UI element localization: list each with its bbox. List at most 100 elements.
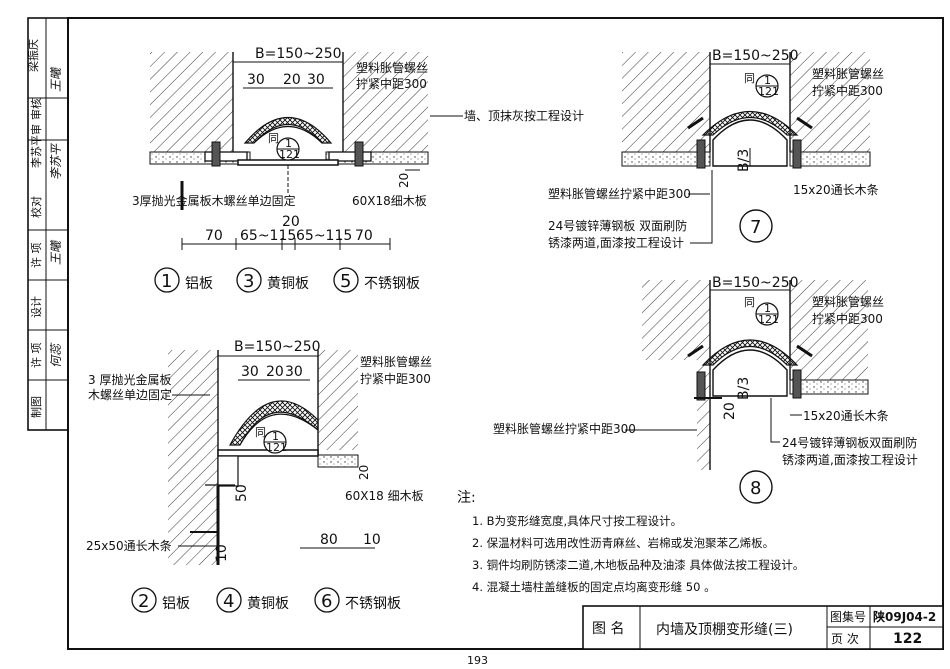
steel-note-8a: 24号镀锌薄钢板双面刷防 — [782, 435, 917, 450]
right-note-7: 15x20通长木条 — [793, 183, 879, 197]
anchor-note-1: 塑料胀管螺丝 — [356, 60, 428, 75]
book-page-number: 193 — [467, 654, 488, 667]
anchor-note-8b: 拧紧中距300 — [812, 311, 883, 326]
dim-50-b: 50 — [234, 484, 250, 502]
caption-num-3: 3 — [243, 271, 254, 292]
metal-note-b2: 木螺丝单边固定 — [88, 387, 172, 402]
ref-word-7: 同 — [744, 72, 755, 85]
width-label-b: B=150~250 — [234, 339, 321, 355]
caption-text-4: 黄铜板 — [247, 595, 289, 612]
detail-8: 同 1 121 B=150~250 塑料胀管螺丝 拧紧中距300 B/3 20 … — [493, 275, 918, 504]
strip-role-a: 许 项 — [30, 243, 43, 269]
atlas-number: 陕09J04-2 — [873, 609, 936, 624]
wall-note: 墙、顶抹灰按工程设计 — [464, 108, 584, 123]
left-note-7: 塑料胀管螺丝拧紧中距300 — [548, 186, 691, 201]
gap-2: 20 — [283, 72, 301, 88]
strip-name-2: 李苏平 — [29, 135, 43, 168]
signature-c: 王曦 — [49, 239, 63, 265]
detail-1-3-5: 同 1 121 B=150~250 30 20 30 塑料胀管螺丝 拧紧中距30… — [132, 46, 584, 293]
signature-d: 何蕊 — [49, 342, 63, 368]
approval-strip-grid — [28, 18, 68, 430]
anchor-note-8a: 塑料胀管螺丝 — [812, 294, 884, 309]
strip-role-b: 许 项 — [30, 343, 43, 369]
approval-strip — [27, 17, 69, 431]
anchor-note-2: 拧紧中距300 — [356, 76, 427, 91]
gap-3-b: 30 — [285, 364, 303, 380]
notes-heading: 注: — [457, 490, 476, 506]
ref-word-8: 同 — [744, 296, 755, 309]
dim-20-8: 20 — [722, 402, 738, 420]
caption-num-2: 2 — [138, 591, 149, 612]
dim-20: 20 — [397, 173, 411, 188]
ref-word-b: 同 — [255, 426, 266, 439]
detail-7: 同 1 121 B=150~250 塑料胀管螺丝 拧紧中距300 B/3 塑料胀… — [548, 48, 884, 250]
strip-label-3: 设计 — [30, 296, 43, 318]
anchor-note-b1: 塑料胀管螺丝 — [360, 354, 432, 369]
ref-bottom-8: 121 — [758, 313, 779, 326]
ref-top-8: 1 — [764, 302, 771, 315]
ref-top: 1 — [285, 137, 292, 150]
insulation-arch — [243, 117, 333, 144]
dim-b3-8: B/3 — [736, 377, 752, 400]
strip-label-1: 审核 — [29, 98, 43, 120]
caption-num-4: 4 — [223, 591, 234, 612]
note-2: 2. 保温材料可选用改性沥青麻丝、岩棉或发泡聚苯乙烯板。 — [472, 536, 774, 550]
atlas-label: 图集号 — [830, 609, 866, 624]
dim-10-b2: 10 — [214, 544, 230, 562]
caption-text-2: 铝板 — [162, 596, 190, 612]
width-label-8: B=150~250 — [712, 275, 799, 291]
left-note-8: 塑料胀管螺丝拧紧中距300 — [493, 421, 636, 436]
metal-note-b1: 3 厚抛光金属板 — [88, 372, 171, 387]
caption-text-5: 不锈钢板 — [364, 276, 420, 292]
dim-80-b: 80 — [320, 532, 338, 548]
width-label-7: B=150~250 — [712, 48, 799, 64]
strip-label-4: 制图 — [30, 396, 43, 418]
anchor-note-b2: 拧紧中距300 — [360, 371, 431, 386]
note-1: 1. B为变形缝宽度,具体尺寸按工程设计。 — [472, 514, 682, 528]
ref-top-b: 1 — [272, 430, 279, 443]
detail-num-8: 8 — [750, 478, 761, 499]
wood-board-note-b: 60X18 细木板 — [345, 489, 424, 503]
signature-b: 李苏平 — [49, 142, 63, 180]
dim-b3-7: B/3 — [736, 149, 752, 172]
dim-65-115-right: 65~115 — [296, 228, 352, 244]
dim-70-left: 70 — [205, 228, 223, 244]
ceiling-left-hatch — [150, 52, 233, 152]
right-note-8: 15x20通长木条 — [803, 409, 889, 423]
ref-top-7: 1 — [764, 74, 771, 87]
steel-note-8b: 锈漆两道,面漆按工程设计 — [782, 452, 918, 467]
steel-note-7b: 锈漆两道,面漆按工程设计 — [548, 235, 684, 250]
caption-num-5: 5 — [340, 271, 351, 292]
page-label: 页 次 — [831, 632, 859, 646]
drawing-title: 内墙及顶棚变形缝(三) — [656, 622, 793, 638]
caption-text-1: 铝板 — [185, 276, 213, 292]
width-label: B=150~250 — [255, 46, 342, 62]
metal-plate-note: 3厚抛光金属板木螺丝单边固定 — [132, 193, 296, 208]
ceiling-right-hatch — [343, 52, 428, 152]
wood-board-note: 60X18细木板 — [352, 194, 427, 208]
wood-strip-note-b: 25x50通长木条 — [86, 539, 172, 553]
page-number-box: 122 — [893, 631, 922, 647]
dim-20-center: 20 — [282, 214, 300, 230]
ref-bottom-b: 121 — [266, 441, 287, 454]
notes-block: 注: 1. B为变形缝宽度,具体尺寸按工程设计。 2. 保温材料可选用改性沥青麻… — [457, 490, 804, 594]
note-4: 4. 混凝土墙柱盖缝板的固定点均离变形缝 50 。 — [472, 580, 716, 594]
detail-num-7: 7 — [750, 217, 761, 238]
caption-num-1: 1 — [161, 271, 172, 292]
strip-name-1: 梁振庆 — [26, 39, 40, 72]
ref-word: 同 — [268, 132, 279, 145]
title-label: 图 名 — [592, 621, 624, 637]
detail-2-4-6: 同 1 121 B=150~250 30 20 30 塑料胀管螺丝 拧紧中距30… — [86, 339, 432, 613]
ref-bottom: 121 — [279, 148, 300, 161]
note-3: 3. 铜件均刷防锈漆二道,木地板品种及油漆 具体做法按工程设计。 — [472, 558, 804, 572]
ref-bottom-7: 121 — [758, 85, 779, 98]
gap-1-b: 30 — [241, 364, 259, 380]
gap-2-b: 20 — [266, 364, 284, 380]
gap-3: 30 — [307, 72, 325, 88]
anchor-note-7b: 拧紧中距300 — [812, 83, 883, 98]
caption-text-6: 不锈钢板 — [345, 596, 401, 612]
dim-20-b: 20 — [357, 465, 371, 480]
gap-1: 30 — [247, 72, 265, 88]
caption-text-3: 黄铜板 — [267, 275, 309, 292]
